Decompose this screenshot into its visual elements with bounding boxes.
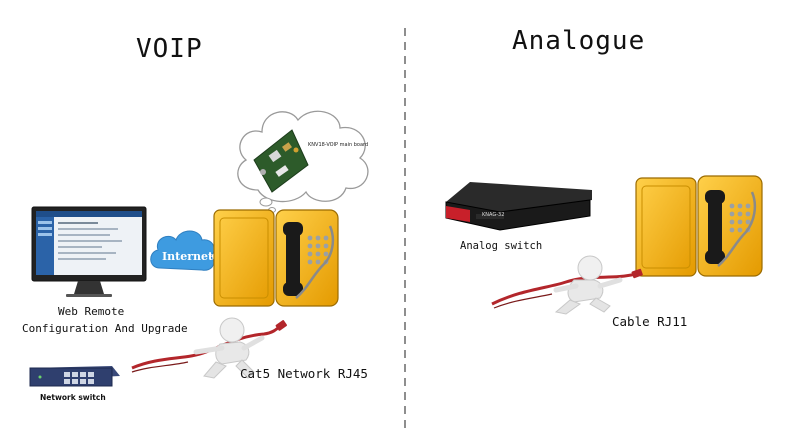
main-board-caption: KNV18-VOIP main board [308,142,369,148]
internet-cloud-icon [150,230,215,271]
analog-switch-icon [445,182,592,231]
cat5-cable-label: Cat5 Network RJ45 [240,366,368,381]
voip-cable-figure-icon [131,317,287,379]
configuration-upgrade-label: Configuration And Upgrade [22,322,188,335]
rj11-cable-label: Cable RJ11 [612,314,688,329]
analogue-section-title: Analogue [512,26,646,56]
computer-monitor-icon [31,206,147,297]
network-switch-label: Network switch [40,393,106,402]
internet-label: Internet [162,250,214,263]
voip-section-title: VOIP [136,34,203,64]
network-switch-icon [29,366,120,387]
analog-switch-device-text: KNAG-32 [482,212,505,218]
analogue-telephone-icon [635,175,763,277]
voip-telephone-icon [213,209,339,307]
web-remote-label: Web Remote [58,305,125,318]
analogue-cable-figure-icon [491,255,643,315]
analog-switch-label: Analog switch [460,240,543,252]
main-board-icon [253,129,309,193]
